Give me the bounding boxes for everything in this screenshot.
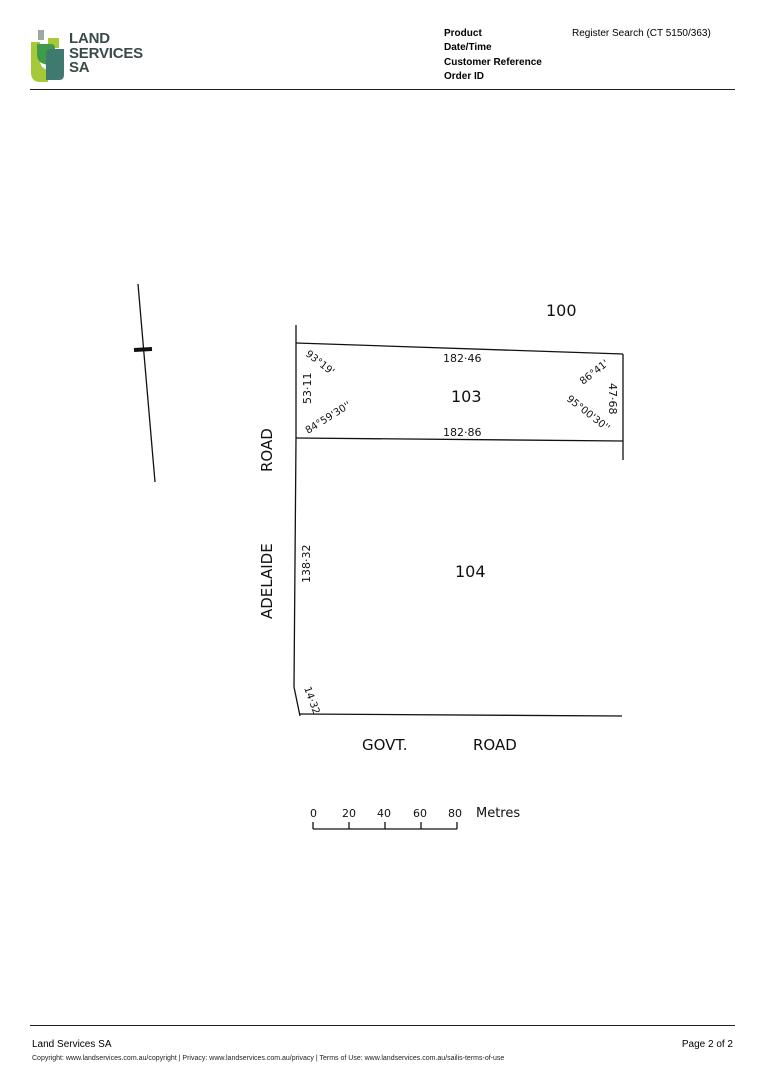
logo-line-2: SERVICES xyxy=(69,44,143,62)
scale-tick-80: 80 xyxy=(448,807,462,820)
order-meta-labels: Product Date/Time Customer Reference Ord… xyxy=(444,27,542,84)
land-services-sa-logo: LAND SERVICES SA xyxy=(30,30,145,82)
lot-103-label: 103 xyxy=(451,387,482,406)
lot103-left-dimension: 53·11 xyxy=(301,373,314,405)
scale-tick-20: 20 xyxy=(342,807,356,820)
govt-road-word-govt: GOVT. xyxy=(362,736,408,754)
scale-unit: Metres xyxy=(476,806,520,821)
scale-bar: 0 20 40 60 80 Metres xyxy=(310,806,520,830)
scale-tick-40: 40 xyxy=(377,807,391,820)
logo-line-3: SA xyxy=(69,59,90,76)
lot103-top-dimension: 182·46 xyxy=(443,352,482,365)
adelaide-road-word-road: ROAD xyxy=(258,428,276,472)
north-arrow-icon xyxy=(133,283,156,483)
customer-reference-label: Customer Reference xyxy=(444,56,542,68)
lot-100-label: 100 xyxy=(546,301,577,320)
logo-line-1: LAND xyxy=(69,30,110,47)
govt-road-word-road: ROAD xyxy=(473,736,517,754)
lot103-right-dimension: 47·68 xyxy=(606,383,619,415)
leaf-logo-icon xyxy=(31,30,64,82)
adelaide-road-word-adelaide: ADELAIDE xyxy=(258,543,276,619)
lot104-left-dimension: 138·32 xyxy=(300,545,313,584)
product-label: Product xyxy=(444,28,482,39)
lot-boundaries xyxy=(293,325,624,717)
footer-organisation: Land Services SA xyxy=(32,1039,112,1050)
footer-divider xyxy=(30,1025,735,1026)
lot-104-label: 104 xyxy=(455,562,486,581)
corner-cut-dimension: 14·32 xyxy=(301,685,321,716)
order-id-label: Order ID xyxy=(444,70,485,82)
logo-wordmark: LAND SERVICES SA xyxy=(69,30,143,76)
header-divider xyxy=(30,89,735,90)
date-time-label: Date/Time xyxy=(444,42,492,54)
angle-bottom-right: 95°00'30'' xyxy=(564,394,611,434)
scale-tick-60: 60 xyxy=(413,807,427,820)
page-number: Page 2 of 2 xyxy=(681,1039,733,1050)
footer-copyright-links: Copyright: www.landservices.com.au/copyr… xyxy=(32,1055,505,1062)
product-value: Register Search (CT 5150/363) xyxy=(572,28,711,39)
scale-tick-0: 0 xyxy=(310,807,317,820)
lot103-bottom-dimension: 182·86 xyxy=(443,426,482,439)
angle-bottom-left: 84°59'30'' xyxy=(304,400,353,437)
